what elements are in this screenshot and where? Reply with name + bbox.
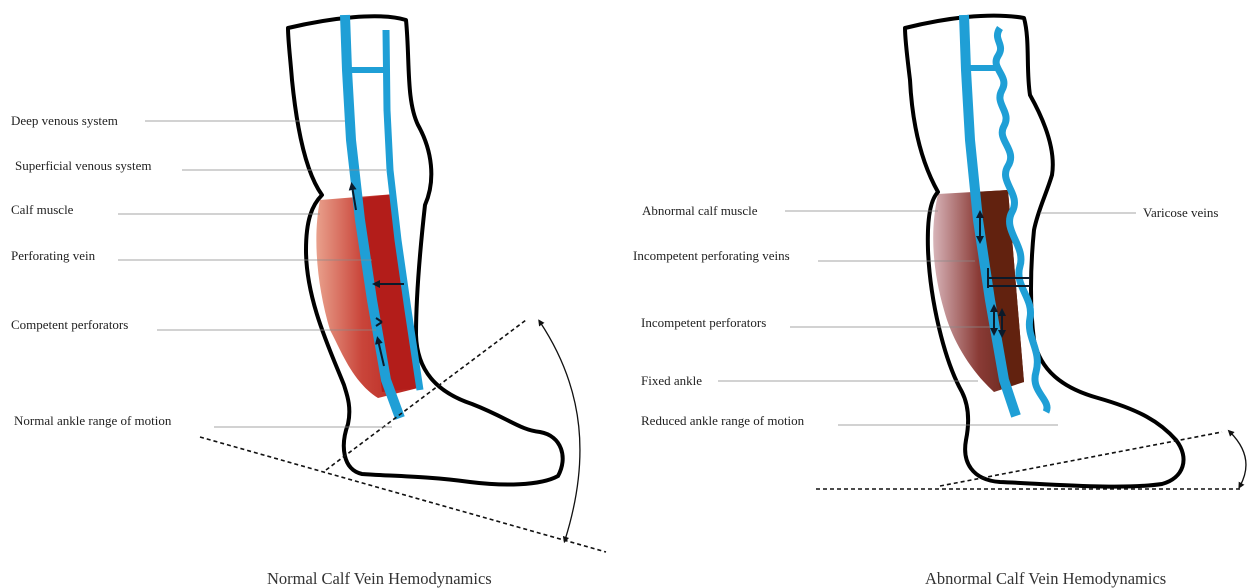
label-fixed-ankle: Fixed ankle <box>641 373 702 388</box>
normal-leg-group: Deep venous system Superficial venous sy… <box>11 15 606 588</box>
label-incompetent-perforating-veins: Incompetent perforating veins <box>633 248 790 263</box>
label-calf-muscle: Calf muscle <box>11 202 74 217</box>
label-varicose-veins: Varicose veins <box>1143 205 1218 220</box>
label-reduced-ankle-rom: Reduced ankle range of motion <box>641 413 805 428</box>
caption-abnormal: Abnormal Calf Vein Hemodynamics <box>925 569 1166 588</box>
label-deep-venous-system: Deep venous system <box>11 113 118 128</box>
label-normal-ankle-rom: Normal ankle range of motion <box>14 413 172 428</box>
normal-rom-dashed-lower <box>200 437 606 552</box>
normal-rom-arc <box>540 322 580 540</box>
abnormal-rom-dashed-upper <box>940 432 1222 486</box>
label-abnormal-calf-muscle: Abnormal calf muscle <box>642 203 758 218</box>
label-perforating-vein: Perforating vein <box>11 248 96 263</box>
caption-normal: Normal Calf Vein Hemodynamics <box>267 569 492 588</box>
abnormal-rom-arc <box>1230 432 1246 486</box>
abnormal-leg-group: Abnormal calf muscle Incompetent perfora… <box>633 15 1246 588</box>
label-superficial-venous-system: Superficial venous system <box>15 158 151 173</box>
label-competent-perforators: Competent perforators <box>11 317 128 332</box>
label-incompetent-perforators: Incompetent perforators <box>641 315 766 330</box>
